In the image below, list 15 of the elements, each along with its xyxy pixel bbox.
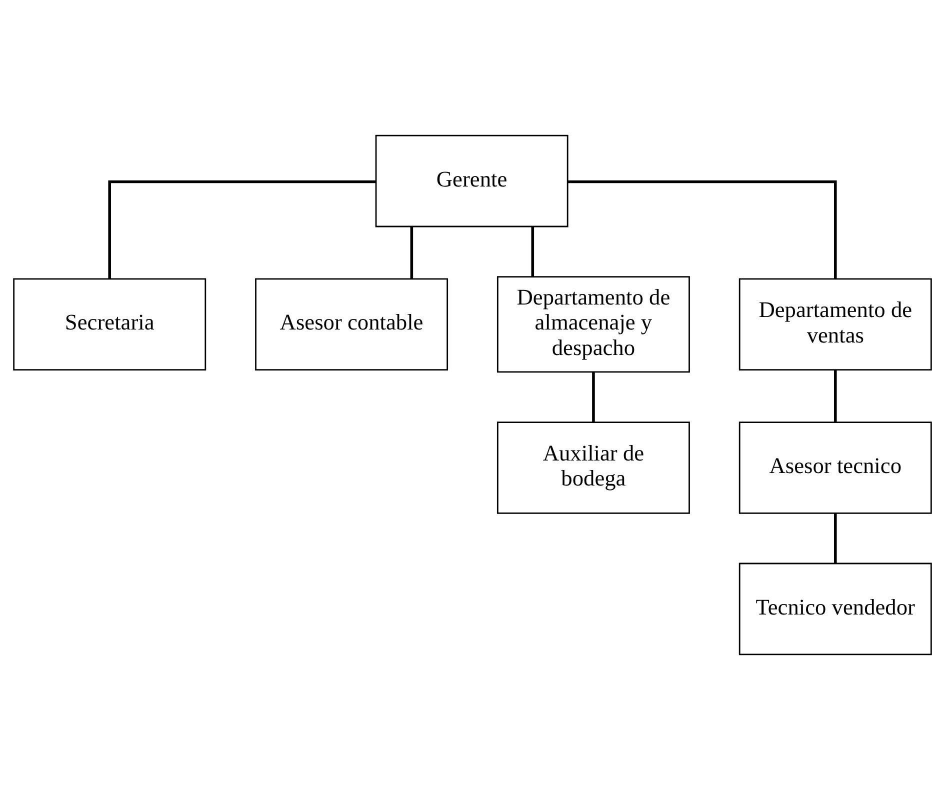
connector	[108, 180, 376, 278]
connector	[410, 226, 414, 278]
connector	[531, 226, 534, 276]
connector	[834, 512, 837, 563]
node-box: Tecnico vendedor	[738, 562, 932, 655]
connector	[568, 180, 837, 278]
node-box: Asesor tecnico	[738, 421, 932, 514]
connector	[834, 370, 837, 422]
node-box: Secretaria	[13, 278, 206, 370]
node-box: Departamento de almacenaje y despacho	[496, 276, 690, 372]
node-box: Gerente	[375, 134, 568, 227]
node-box: Asesor contable	[255, 278, 448, 370]
connector	[592, 372, 595, 422]
node-box: Departamento de ventas	[738, 278, 932, 370]
node-box: Auxiliar de bodega	[496, 421, 690, 514]
